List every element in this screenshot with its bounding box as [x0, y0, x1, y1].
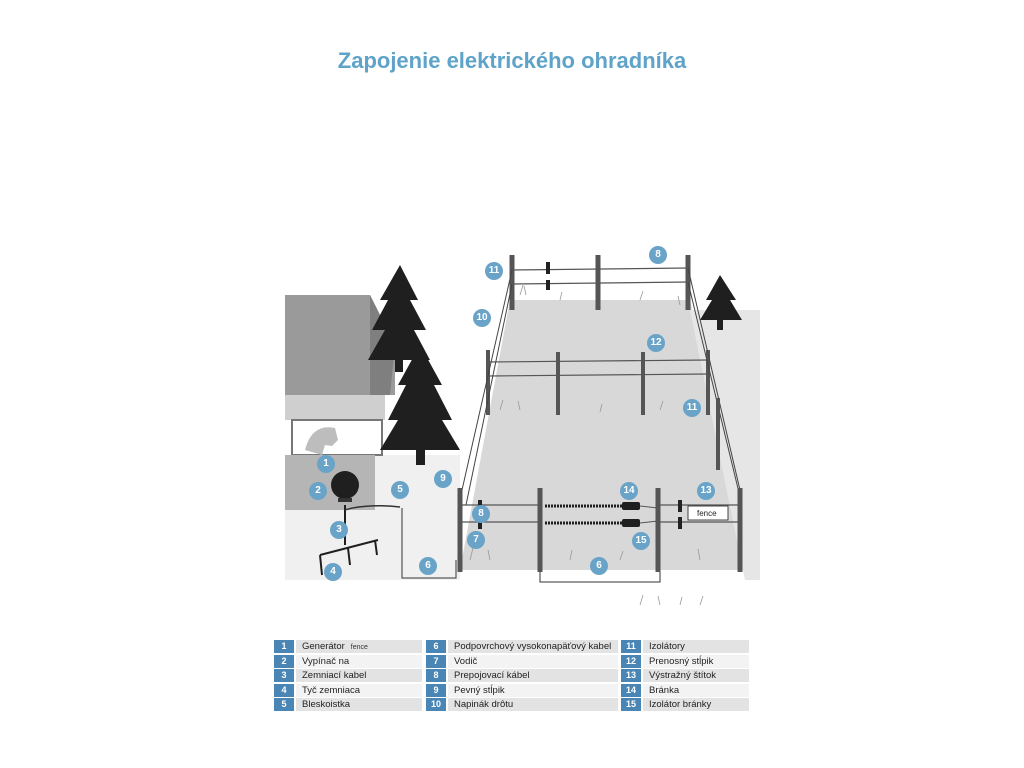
generator [331, 471, 359, 499]
legend-num: 5 [274, 698, 294, 711]
tree-front [380, 345, 460, 465]
callout-10: 10 [473, 309, 491, 327]
legend-num: 6 [426, 640, 446, 653]
legend-row-7: 7 Vodič [426, 654, 618, 669]
fence-front [457, 488, 743, 572]
legend-label: Pevný stĺpik [448, 683, 618, 697]
legend-label: Vypínač na [296, 654, 422, 668]
callout-8-back: 8 [649, 246, 667, 264]
legend-label: Bleskoistka [296, 698, 422, 711]
legend-label: Zemniací kabel [296, 669, 422, 682]
callout-1: 1 [317, 455, 335, 473]
legend-row-3: 3 Zemniací kabel [274, 669, 422, 683]
legend-label: Napinák drôtu [448, 698, 618, 711]
callout-2: 2 [309, 482, 327, 500]
callout-7: 7 [467, 531, 485, 549]
callout-5: 5 [391, 481, 409, 499]
callout-3: 3 [330, 521, 348, 539]
legend-col-3: 11 Izolátory 12 Prenosný stĺpik 13 Výstr… [621, 640, 749, 713]
warning-sign [687, 505, 729, 521]
legend-num: 8 [426, 669, 446, 682]
legend-num: 3 [274, 669, 294, 682]
callout-6-right: 6 [590, 557, 608, 575]
legend-label: Výstražný štítok [643, 669, 749, 682]
legend-num: 7 [426, 654, 446, 668]
legend-row-8: 8 Prepojovací kábel [426, 669, 618, 683]
legend-label: Bránka [643, 683, 749, 697]
legend-row-5: 5 Bleskoistka [274, 698, 422, 712]
legend-label: Prenosný stĺpik [643, 654, 749, 668]
legend-label: Vodič [448, 654, 618, 668]
legend-label: Podpovrchový vysokonapäťový kabel [448, 640, 618, 653]
legend-num: 1 [274, 640, 294, 653]
sign-text: fence [697, 509, 717, 518]
legend-num: 15 [621, 698, 641, 711]
callout-13: 13 [697, 482, 715, 500]
fence-diagram: fence [285, 255, 760, 606]
legend-row-14: 14 Bránka [621, 683, 749, 698]
legend-label: Prepojovací kábel [448, 669, 618, 682]
callout-8-front: 8 [472, 505, 490, 523]
legend-row-15: 15 Izolátor bránky [621, 698, 749, 712]
tree-right [700, 275, 742, 330]
legend-num: 9 [426, 683, 446, 697]
legend-num: 2 [274, 654, 294, 668]
callout-15: 15 [632, 532, 650, 550]
legend-num: 11 [621, 640, 641, 653]
legend-row-13: 13 Výstražný štítok [621, 669, 749, 683]
callout-6-left: 6 [419, 557, 437, 575]
legend-label: Izolátor bránky [643, 698, 749, 711]
legend-row-12: 12 Prenosný stĺpik [621, 654, 749, 669]
legend-row-10: 10 Napinák drôtu [426, 698, 618, 712]
legend-label: Tyč zemniaca [296, 683, 422, 697]
callout-14: 14 [620, 482, 638, 500]
legend-num: 14 [621, 683, 641, 697]
legend-col-2: 6 Podpovrchový vysokonapäťový kabel 7 Vo… [426, 640, 618, 713]
legend-col-1: 1 Generátor fence 2 Vypínač na 3 Zemniací… [274, 640, 422, 713]
callout-9: 9 [434, 470, 452, 488]
callout-11-mid: 11 [683, 399, 701, 417]
page-title: Zapojenie elektrického ohradníka [337, 48, 687, 73]
callout-4: 4 [324, 563, 342, 581]
field-ground [460, 300, 745, 570]
legend-row-2: 2 Vypínač na [274, 654, 422, 669]
legend-label: Izolátory [643, 640, 749, 653]
legend-row-6: 6 Podpovrchový vysokonapäťový kabel [426, 640, 618, 654]
legend-num: 4 [274, 683, 294, 697]
legend-num: 10 [426, 698, 446, 711]
legend-num: 12 [621, 654, 641, 668]
legend-row-1: 1 Generátor fence [274, 640, 422, 654]
legend-row-9: 9 Pevný stĺpik [426, 683, 618, 698]
callout-11-back: 11 [485, 262, 503, 280]
legend-num: 13 [621, 669, 641, 682]
callout-12: 12 [647, 334, 665, 352]
tree-back [368, 265, 430, 372]
fence-logo: fence [350, 644, 368, 651]
legend-row-4: 4 Tyč zemniaca [274, 683, 422, 698]
legend-label: Generátor [302, 641, 345, 652]
legend-row-11: 11 Izolátory [621, 640, 749, 654]
stable-house [285, 295, 395, 510]
